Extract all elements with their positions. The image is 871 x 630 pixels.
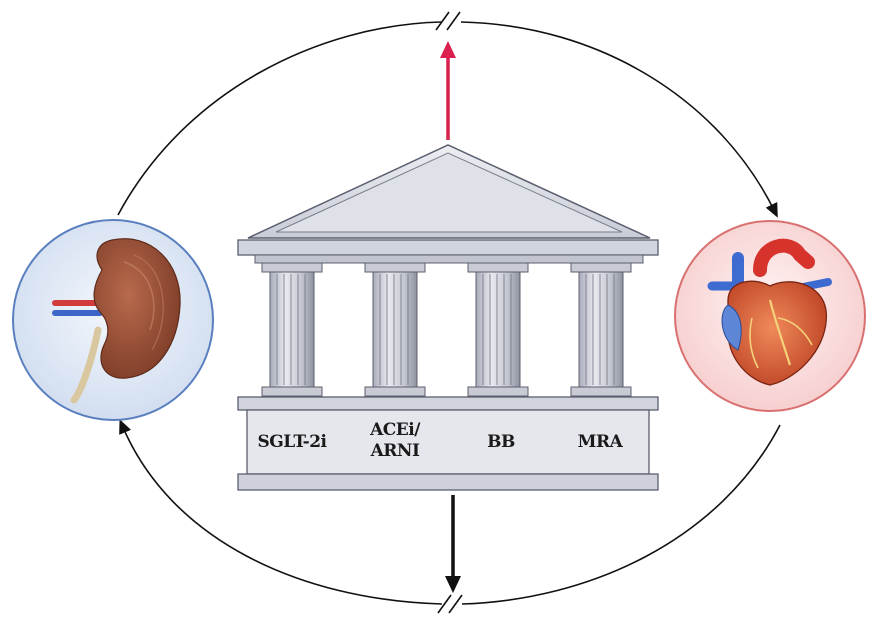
up-arrow xyxy=(440,41,456,140)
column-4 xyxy=(571,263,631,396)
kidney-circle xyxy=(13,220,213,420)
pillar-label-acei: ACEi/ xyxy=(350,420,440,441)
column-2 xyxy=(365,263,425,396)
pillar-label-bb: BB xyxy=(466,432,536,453)
down-arrow xyxy=(445,495,461,593)
pillar-label-mra: MRA xyxy=(558,432,642,453)
heart-circle xyxy=(675,221,865,411)
pillar-label-arni: ARNI xyxy=(350,441,440,462)
column-1 xyxy=(262,263,322,396)
pillar-label-acei-arni: ACEi/ ARNI xyxy=(350,420,440,462)
temple-base-bottom xyxy=(238,474,658,490)
column-3 xyxy=(468,263,528,396)
pillar-label-sglt2i: SGLT-2i xyxy=(246,432,338,453)
temple-entablature xyxy=(238,240,658,255)
temple-base-top xyxy=(238,397,658,410)
top-break-mark xyxy=(436,12,449,30)
